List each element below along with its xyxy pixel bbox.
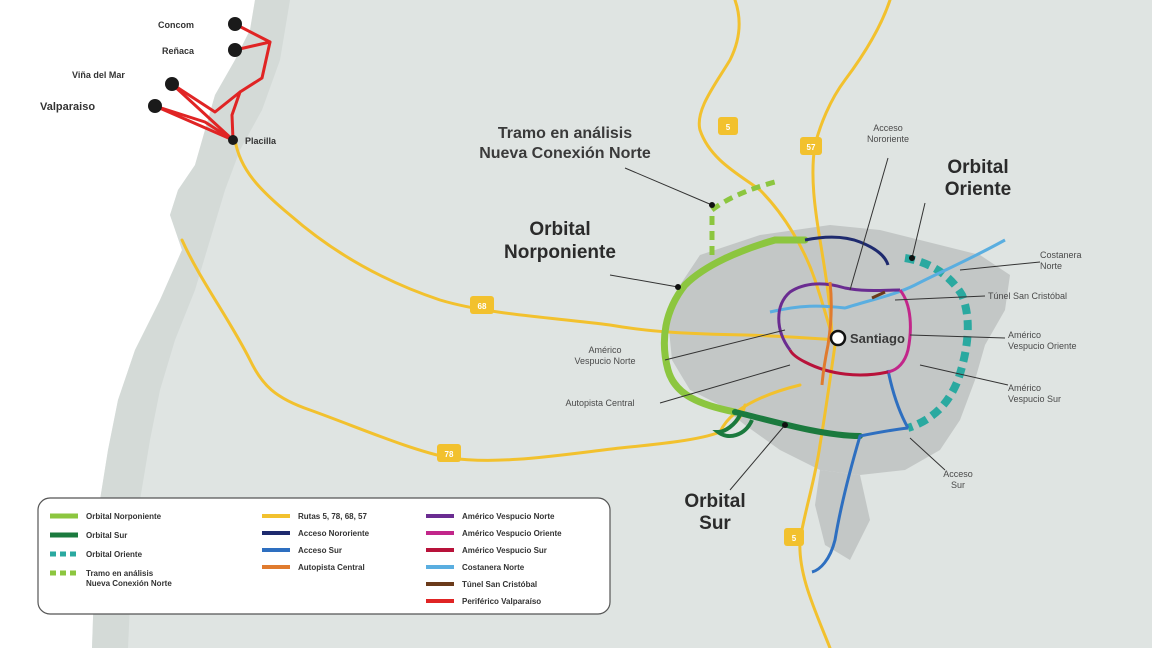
label-av-oriente-1: Américo [1008, 330, 1041, 340]
legend-label: Orbital Sur [86, 531, 127, 540]
tunel-line [871, 290, 886, 300]
label-santiago: Santiago [850, 331, 905, 346]
label-autopista-central: Autopista Central [565, 398, 634, 408]
norponiente-dot [675, 284, 681, 290]
legend-label: Autopista Central [298, 563, 365, 572]
legend-label: Tramo en análisis [86, 569, 154, 578]
oriente-dot [909, 255, 915, 261]
label-orbital-np-1: Orbital [529, 219, 590, 240]
av-norte-line [777, 282, 901, 351]
shield-r68: 68 [470, 296, 494, 314]
shield-r5-south: 5 [784, 528, 804, 546]
orbital-oriente-line [904, 254, 972, 432]
label-av-sur-2: Vespucio Sur [1008, 394, 1061, 404]
legend-label: Costanera Norte [462, 563, 525, 572]
legend-label: Orbital Norponiente [86, 512, 162, 521]
svg-text:5: 5 [726, 123, 731, 132]
label-orbital-or-1: Orbital [947, 157, 1008, 178]
acceso-sur-link [886, 369, 910, 429]
route-shields: 5 57 68 78 5 [437, 117, 822, 546]
svg-text:57: 57 [807, 143, 816, 152]
urban-area-south [815, 470, 870, 560]
ocean-area [0, 0, 255, 648]
legend-label: Rutas 5, 78, 68, 57 [298, 512, 367, 521]
legend-label: Túnel San Cristóbal [462, 580, 537, 589]
orbital-sur-loop [712, 414, 754, 438]
label-av-norte-2: Vespucio Norte [574, 356, 635, 366]
label-tunel: Túnel San Cristóbal [988, 291, 1067, 301]
label-orbital-sur-1: Orbital [684, 491, 745, 512]
santiago-marker [829, 329, 847, 347]
label-orbital-sur-2: Sur [699, 513, 731, 534]
label-costanera-1: Costanera [1040, 250, 1082, 260]
legend-label: Periférico Valparaíso [462, 597, 541, 606]
legend-label: Américo Vespucio Sur [462, 546, 547, 555]
svg-text:78: 78 [445, 450, 454, 459]
av-oriente-line [887, 289, 912, 374]
label-tramo-1: Tramo en análisis [498, 125, 632, 142]
label-acceso-nor-2: Nororiente [867, 134, 909, 144]
label-orbital-or-2: Oriente [945, 179, 1012, 200]
label-av-oriente-2: Vespucio Oriente [1008, 341, 1077, 351]
legend-label: Acceso Nororiente [298, 529, 370, 538]
orbital-norponiente-line [660, 236, 809, 416]
shield-r78: 78 [437, 444, 461, 462]
label-renaca: Reñaca [162, 46, 195, 56]
label-orbital-np-2: Norponiente [504, 242, 616, 263]
svg-text:5: 5 [792, 534, 797, 543]
label-tramo-2: Nueva Conexión Norte [479, 145, 651, 162]
label-acceso-nor-1: Acceso [873, 123, 903, 133]
label-placilla: Placilla [245, 136, 277, 146]
label-valparaiso: Valparaiso [40, 101, 95, 113]
label-vina: Viña del Mar [72, 70, 125, 80]
shield-r5-north: 5 [718, 117, 738, 135]
legend-label-line2: Nueva Conexión Norte [86, 579, 172, 588]
legend-label: Américo Vespucio Norte [462, 512, 555, 521]
svg-text:68: 68 [478, 302, 487, 311]
coastal-land [92, 0, 290, 648]
legend-label: Acceso Sur [298, 546, 342, 555]
leader-lines [609, 157, 1041, 491]
label-acceso-sur-1: Acceso [943, 469, 973, 479]
label-av-norte-1: Américo [588, 345, 621, 355]
santiago-urban-area [668, 225, 1010, 475]
autopista-central-line [820, 281, 833, 386]
orbital-sur-line [732, 409, 863, 439]
legend-label: Américo Vespucio Oriente [462, 529, 562, 538]
label-concon: Concom [158, 20, 194, 30]
acceso-sur-line [811, 426, 909, 574]
sur-dot [782, 422, 788, 428]
tramo-dot [709, 202, 715, 208]
av-sur-line [788, 349, 889, 377]
costanera-norte-line [769, 238, 1006, 314]
shield-r57: 57 [800, 137, 822, 155]
label-costanera-2: Norte [1040, 261, 1062, 271]
label-av-sur-1: Américo [1008, 383, 1041, 393]
tramo-analisis-line [709, 179, 776, 255]
acceso-nororiente-line [804, 235, 890, 266]
label-acceso-sur-2: Sur [951, 480, 965, 490]
coastal-city-dots [148, 17, 242, 145]
periferico-valparaiso [153, 22, 272, 142]
legend-label: Orbital Oriente [86, 550, 143, 559]
